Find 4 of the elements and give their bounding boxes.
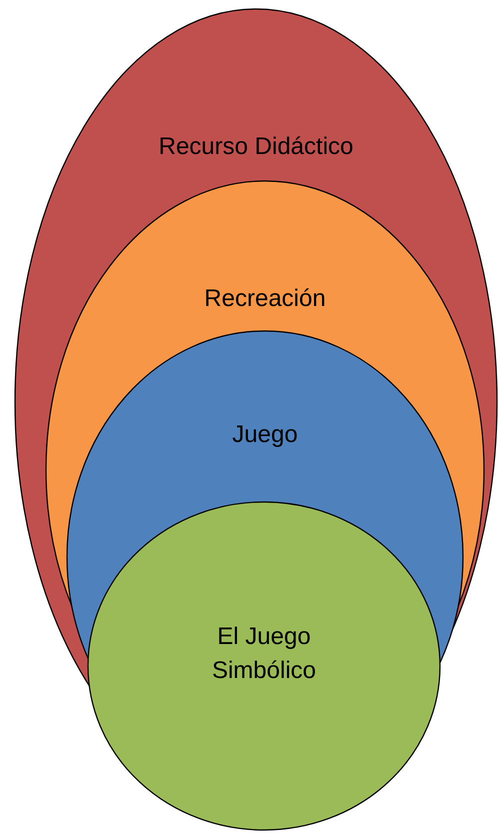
oval-label: El Juego Simbólico	[210, 622, 318, 686]
oval-label: Recurso Didáctico	[158, 132, 354, 162]
oval-label: Recreación	[203, 284, 327, 314]
oval-label: Juego	[231, 420, 299, 450]
